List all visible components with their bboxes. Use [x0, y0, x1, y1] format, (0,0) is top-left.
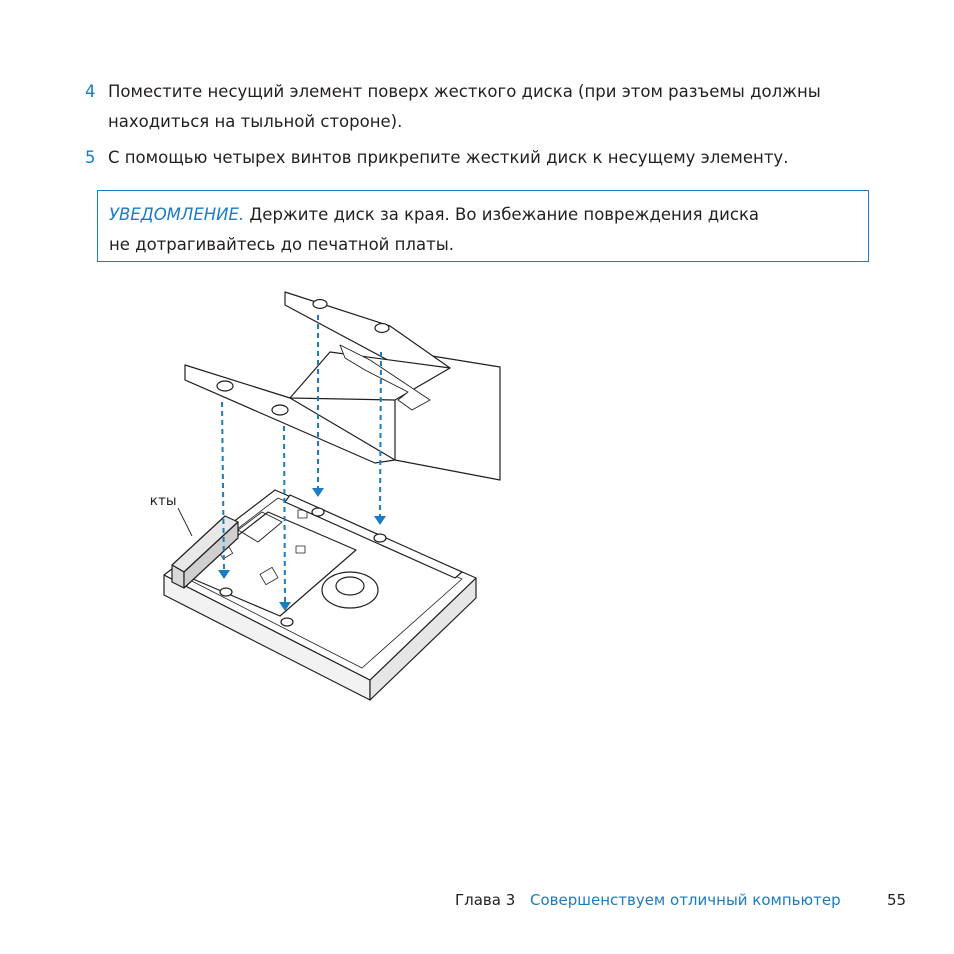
- step-4: 4 Поместите несущий элемент поверх жестк…: [85, 77, 865, 137]
- footer-chapter: Глава 3: [455, 891, 516, 909]
- callout-contacts: Контакты: [150, 493, 176, 509]
- guide-arrowheads: [218, 488, 386, 611]
- carrier-screws: [216, 298, 390, 416]
- step-text: Поместите несущий элемент поверх жестког…: [108, 82, 821, 131]
- drive-mounting-holes: [219, 507, 387, 627]
- drive-pcb: [185, 511, 357, 617]
- drive-rail: [284, 494, 463, 579]
- drive-top-surface: [163, 489, 477, 681]
- callout-leader: [177, 507, 193, 537]
- notice-label: УВЕДОМЛЕНИЕ.: [109, 205, 245, 224]
- carrier-bottom-arm: [184, 364, 396, 464]
- step-number: 4: [85, 82, 96, 101]
- footer-page-number: 55: [887, 891, 907, 909]
- footer-chapter-title: Совершенствуем отличный компьютер: [530, 891, 841, 909]
- drive-spindle: [321, 571, 379, 609]
- drive-carrier-illustration: Контакты: [150, 291, 501, 701]
- step-5: 5 С помощью четырех винтов прикрепите же…: [85, 143, 865, 173]
- drive-inner-rim: [177, 497, 463, 669]
- alignment-guides: [221, 315, 382, 603]
- step-number: 5: [85, 148, 96, 167]
- notice-box: УВЕДОМЛЕНИЕ. Держите диск за края. Во из…: [97, 190, 869, 262]
- step-text: С помощью четырех винтов прикрепите жест…: [108, 148, 789, 167]
- notice-text: Держите диск за края. Во избежание повре…: [109, 205, 760, 254]
